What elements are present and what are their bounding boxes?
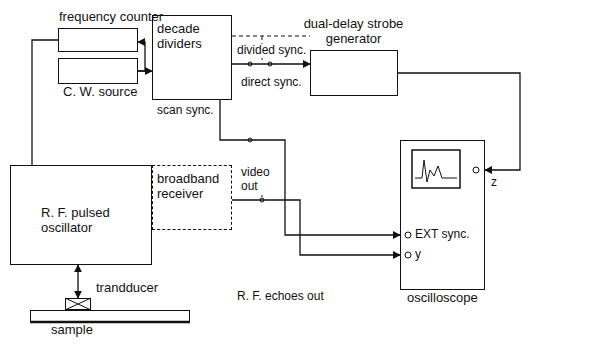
transducer-box: trandducer	[65, 298, 91, 310]
node-label: C. W. source	[63, 85, 137, 100]
ext-sync-terminal	[405, 232, 411, 238]
transducer-cross	[65, 298, 91, 310]
transducer-cross	[65, 298, 91, 310]
terminal-name: y	[414, 248, 422, 262]
node-label: R. F. pulsed oscillator	[41, 206, 141, 236]
signal-name: direct sync.	[240, 76, 303, 90]
node-label: dual-delay strobe generator	[304, 17, 404, 47]
divider-box: decade dividers	[152, 15, 232, 100]
signal-connector	[232, 63, 310, 64]
node-label: broadband receiver	[157, 172, 227, 202]
signal-name: R. F. echoes out	[236, 290, 325, 304]
switch-gang-line	[232, 36, 310, 37]
signal-connector	[232, 200, 400, 255]
signal-connector	[138, 70, 152, 71]
receiver-box: broadband receiver	[152, 165, 232, 230]
edge-label: divided sync.	[236, 44, 307, 58]
scope-trace	[415, 160, 457, 182]
signal-connector	[77, 265, 78, 298]
node-label: frequency counter	[59, 10, 163, 25]
scope-screen	[412, 150, 460, 188]
signal-connector	[138, 42, 145, 71]
oscilloscope-box: oscilloscope	[400, 140, 485, 290]
source-box: C. W. source	[58, 58, 138, 84]
signal-connector	[32, 40, 58, 165]
z-terminal	[473, 167, 479, 173]
signal-connector	[398, 73, 520, 170]
y-terminal	[405, 252, 411, 258]
signal-name: scan sync.	[156, 104, 215, 118]
node-label: decade dividers	[157, 22, 227, 52]
terminal-name: EXT sync.	[414, 228, 470, 242]
sample-block: sample	[30, 310, 190, 322]
strobe-box: dual-delay strobe generator	[310, 50, 398, 96]
node-label: oscilloscope	[407, 291, 478, 306]
node-label: sample	[51, 323, 93, 338]
counter-box: frequency counter	[58, 28, 138, 52]
signal-connector	[220, 100, 400, 235]
oscillator-box: R. F. pulsed oscillator	[10, 165, 152, 265]
node-label: trandducer	[96, 281, 158, 296]
signal-name: video out	[240, 166, 284, 194]
terminal-name: z	[490, 176, 498, 190]
